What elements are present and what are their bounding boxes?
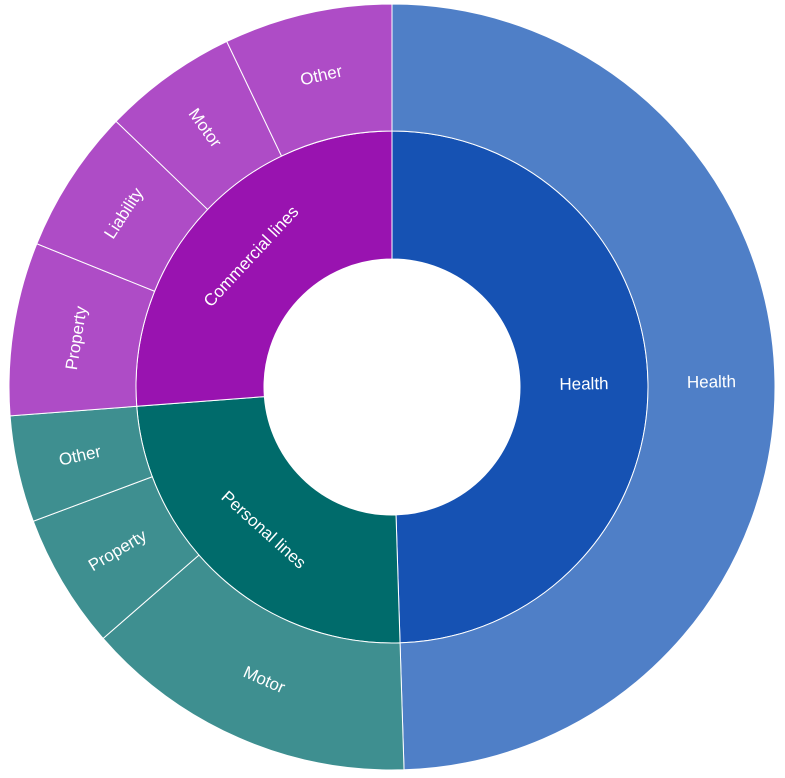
- outer-ring: HealthMotorPropertyOtherPropertyLiabilit…: [8, 3, 776, 771]
- health-health-label: Health: [687, 372, 736, 392]
- health-health-segment[interactable]: [391, 3, 776, 771]
- health-label: Health: [559, 374, 608, 394]
- commercial-lines-other-segment[interactable]: [226, 3, 393, 157]
